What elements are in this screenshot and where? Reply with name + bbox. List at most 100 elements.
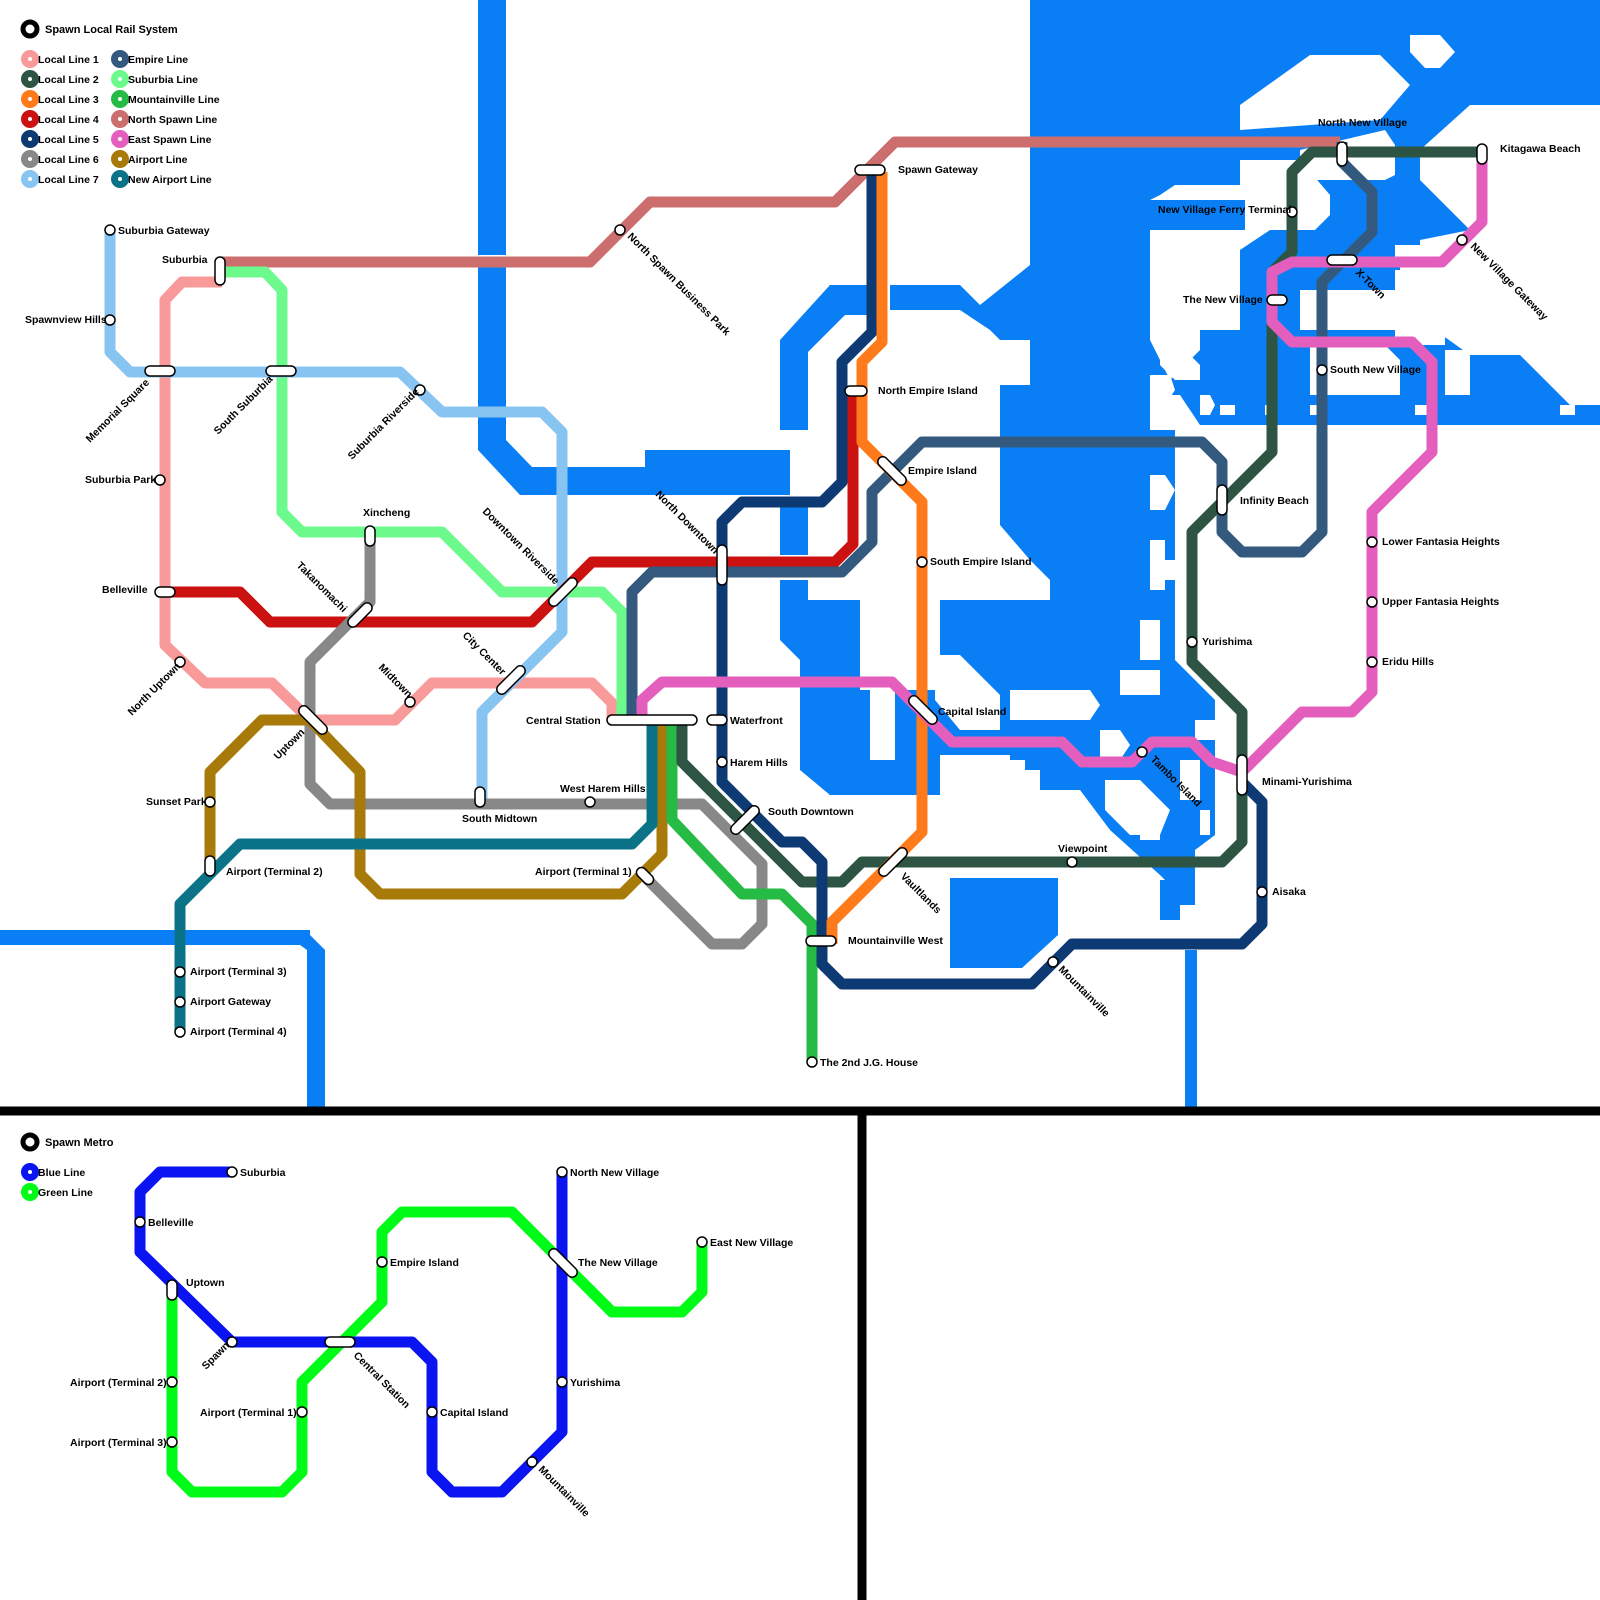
label-south-empire-island: South Empire Island [930, 556, 1032, 568]
legend-swatch-dot [28, 117, 32, 121]
label-suburbia: Suburbia [162, 254, 208, 266]
label-the-2nd-jg-house: The 2nd J.G. House [820, 1057, 918, 1069]
label-mountainville-west: Mountainville West [848, 935, 943, 947]
label-north-uptown: North Uptown [126, 661, 184, 719]
label-suburbia-park: Suburbia Park [85, 474, 156, 486]
legend-swatch-dot [28, 57, 32, 61]
local-line-6 [304, 532, 768, 950]
mountainville-line [666, 720, 818, 1062]
legend-swatch-dot [118, 137, 122, 141]
metro-label-empire-island: Empire Island [390, 1257, 459, 1269]
legend-label: New Airport Line [128, 174, 212, 186]
metro-label-airport-t3: Airport (Terminal 3) [70, 1437, 167, 1449]
label-airport-t4: Airport (Terminal 4) [190, 1026, 287, 1038]
metro-label-central-station: Central Station [351, 1350, 412, 1411]
land-islands [860, 35, 1575, 840]
legend-label: Local Line 6 [38, 154, 99, 166]
label-takanomachi: Takanomachi [294, 560, 349, 615]
label-new-village-gateway: New Village Gateway [1468, 241, 1550, 323]
station-dots [104, 206, 1468, 1068]
label-uptown: Uptown [272, 726, 308, 762]
metro-label-yurishima: Yurishima [570, 1377, 620, 1389]
label-infinity-beach: Infinity Beach [1240, 495, 1309, 507]
legend-swatch-dot [28, 1190, 32, 1194]
label-vaultlands: Vaultlands [898, 871, 944, 917]
legend-label: Empire Line [128, 54, 188, 66]
label-south-new-village: South New Village [1330, 364, 1421, 376]
label-the-new-village: The New Village [1183, 294, 1263, 306]
metro-label-airport-t2: Airport (Terminal 2) [70, 1377, 167, 1389]
metro-label-north-new-village: North New Village [570, 1167, 659, 1179]
label-north-empire-island: North Empire Island [878, 385, 978, 397]
label-empire-island: Empire Island [908, 465, 977, 477]
legend-label: Local Line 3 [38, 94, 99, 106]
local-line-5 [716, 172, 1268, 990]
legend-label: Green Line [38, 1187, 93, 1199]
metro-title: Spawn Metro [45, 1137, 114, 1149]
label-viewpoint: Viewpoint [1058, 843, 1108, 855]
label-waterfront: Waterfront [730, 715, 783, 727]
legend-label: North Spawn Line [128, 114, 217, 126]
legend-swatch-dot [118, 97, 122, 101]
metro-label-uptown: Uptown [186, 1277, 225, 1289]
interchanges [144, 141, 1488, 947]
label-spawn-gateway: Spawn Gateway [898, 164, 978, 176]
label-lower-fantasia-heights: Lower Fantasia Heights [1382, 536, 1500, 548]
metro-label-spawn: Spawn [200, 1340, 232, 1372]
label-sunset-park: Sunset Park [146, 796, 207, 808]
label-belleville: Belleville [102, 584, 148, 596]
label-capital-island: Capital Island [938, 706, 1006, 718]
new-airport-line [174, 720, 658, 1030]
legend-swatch-dot [28, 137, 32, 141]
label-eridu-hills: Eridu Hills [1382, 656, 1434, 668]
legend-swatch-dot [118, 57, 122, 61]
label-south-downtown: South Downtown [768, 806, 854, 818]
legend-swatch-dot [118, 177, 122, 181]
metro-label-airport-t1: Airport (Terminal 1) [200, 1407, 297, 1419]
metro-label-mountainville: Mountainville [536, 1464, 592, 1520]
legend-label: Blue Line [38, 1167, 85, 1179]
label-harem-hills: Harem Hills [730, 757, 788, 769]
label-memorial-square: Memorial Square [84, 377, 152, 445]
legend-label: Local Line 5 [38, 134, 99, 146]
label-north-new-village: North New Village [1318, 117, 1407, 129]
label-xincheng: Xincheng [363, 507, 410, 519]
legend-label: Mountainville Line [128, 94, 220, 106]
legend-swatch-dot [28, 177, 32, 181]
north-spawn-line [220, 136, 1340, 268]
label-south-midtown: South Midtown [462, 813, 537, 825]
legend-swatch-dot [28, 157, 32, 161]
local-line-1 [159, 276, 618, 726]
label-airport-t1: Airport (Terminal 1) [535, 866, 632, 878]
label-aisaka: Aisaka [1272, 886, 1306, 898]
label-suburbia-gateway: Suburbia Gateway [118, 225, 210, 237]
label-west-harem-hills: West Harem Hills [560, 783, 646, 795]
legend-swatch-dot [28, 97, 32, 101]
legend-label: Local Line 7 [38, 174, 99, 186]
metro-label-the-new-village: The New Village [578, 1257, 658, 1269]
label-new-village-ferry-terminal: New Village Ferry Terminal [1158, 204, 1291, 216]
legend-label: Local Line 1 [38, 54, 99, 66]
legend-label: Local Line 2 [38, 74, 99, 86]
label-south-suburbia: South Suburbia [212, 373, 276, 437]
label-airport-t3: Airport (Terminal 3) [190, 966, 287, 978]
legend-swatch-dot [118, 117, 122, 121]
legend-swatch-dot [118, 77, 122, 81]
metro-blue-line [134, 1166, 568, 1498]
label-yurishima: Yurishima [1202, 636, 1252, 648]
metro-label-belleville: Belleville [148, 1217, 194, 1229]
label-central-station: Central Station [526, 715, 601, 727]
legend-label: East Spawn Line [128, 134, 212, 146]
metro-label-east-new-village: East New Village [710, 1237, 793, 1249]
legend-swatch-dot [28, 77, 32, 81]
label-north-downtown: North Downtown [653, 489, 721, 557]
label-minami-yurishima: Minami-Yurishima [1262, 776, 1352, 788]
label-midtown: Midtown [376, 662, 415, 701]
legend-swatch-dot [28, 1170, 32, 1174]
rail-title: Spawn Local Rail System [45, 24, 178, 36]
metro-label-capital-island: Capital Island [440, 1407, 508, 1419]
label-spawnview-hills: Spawnview Hills [25, 314, 107, 326]
label-north-spawn-business-park: North Spawn Business Park [625, 231, 733, 339]
